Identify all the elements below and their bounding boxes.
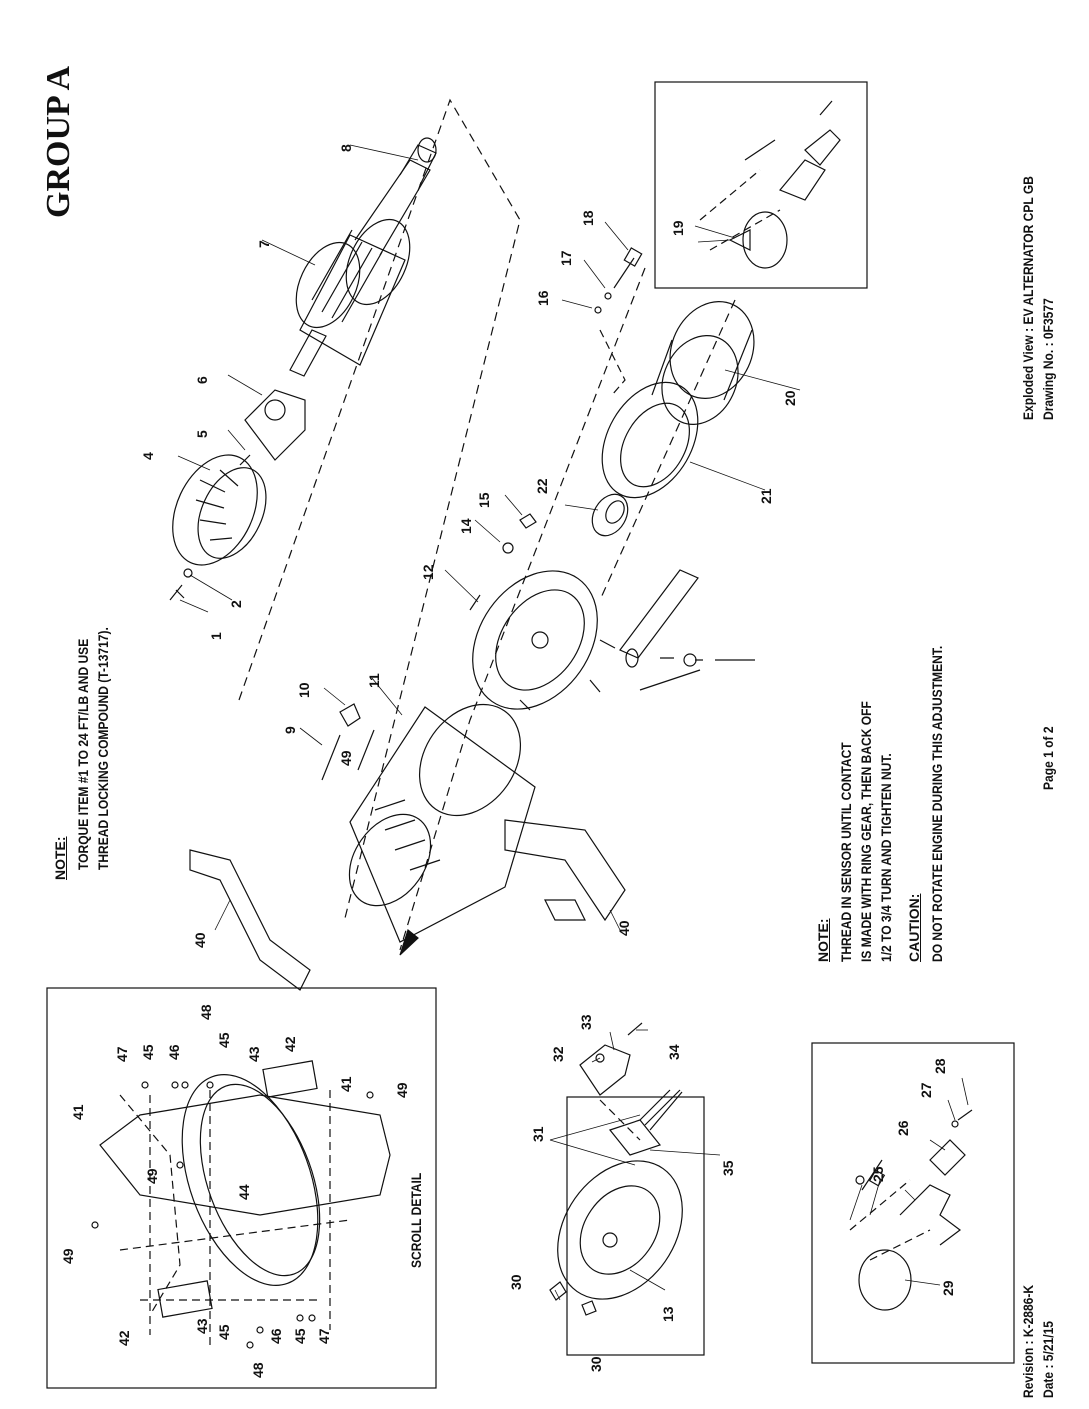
- callout-17: 17: [558, 250, 574, 266]
- callout-46-left: 46: [268, 1328, 284, 1344]
- callout-49-a: 49: [60, 1248, 76, 1264]
- callout-9: 9: [282, 726, 298, 734]
- callout-42-right: 42: [282, 1036, 298, 1052]
- callout-48-right: 48: [198, 1004, 214, 1020]
- callout-8: 8: [338, 144, 354, 152]
- regulator-detail-box: [654, 81, 868, 289]
- callout-16: 16: [535, 290, 551, 306]
- callout-41-top: 41: [70, 1104, 86, 1120]
- scroll-detail-box: [46, 987, 437, 1389]
- callout-45-b: 45: [292, 1328, 308, 1344]
- callout-10: 10: [296, 682, 312, 698]
- callout-30-bottom: 30: [588, 1356, 604, 1372]
- assembly-centerline-box: [238, 98, 521, 919]
- callout-1: 1: [208, 632, 224, 640]
- callout-5: 5: [194, 430, 210, 438]
- callout-49-c: 49: [394, 1082, 410, 1098]
- sensor-note-line-2: IS MADE WITH RING GEAR, THEN BACK OFF: [858, 701, 874, 962]
- callout-32: 32: [550, 1046, 566, 1062]
- callout-47-right: 47: [114, 1046, 130, 1062]
- sensor-detail-box: [811, 1042, 1015, 1364]
- callout-42-left: 42: [116, 1330, 132, 1346]
- caution-heading: CAUTION:: [906, 893, 922, 962]
- callout-45-d: 45: [216, 1032, 232, 1048]
- exploded-view-name: Exploded View : EV ALTERNATOR CPL GB: [1020, 176, 1036, 420]
- callout-21: 21: [758, 488, 774, 504]
- callout-26: 26: [895, 1120, 911, 1136]
- sensor-note-line-1: THREAD IN SENSOR UNTIL CONTACT: [838, 742, 854, 962]
- callout-49-b: 49: [144, 1168, 160, 1184]
- callout-6: 6: [194, 376, 210, 384]
- callout-12: 12: [420, 564, 436, 580]
- callout-20: 20: [782, 390, 798, 406]
- revision: Revision : K-2886-K: [1020, 1284, 1036, 1398]
- stator-detail-box: [566, 1096, 705, 1356]
- callout-33: 33: [578, 1014, 594, 1030]
- callout-29: 29: [940, 1280, 956, 1296]
- callout-2: 2: [228, 600, 244, 608]
- callout-27: 27: [918, 1082, 934, 1098]
- callout-49-d: 49: [338, 750, 354, 766]
- callout-41-bottom: 41: [338, 1076, 354, 1092]
- callout-11: 11: [366, 673, 382, 688]
- revision-date: Date : 5/21/15: [1040, 1321, 1056, 1398]
- sensor-note-heading: NOTE:: [815, 918, 831, 962]
- callout-40-left: 40: [192, 932, 208, 948]
- scroll-detail-label: SCROLL DETAIL: [408, 1172, 424, 1268]
- callout-13: 13: [660, 1306, 676, 1322]
- callout-15: 15: [476, 492, 492, 508]
- callout-7: 7: [256, 240, 272, 248]
- callout-46-right: 46: [166, 1044, 182, 1060]
- callout-43-right: 43: [246, 1046, 262, 1062]
- drawing-number: Drawing No. : 0F3577: [1040, 298, 1056, 420]
- torque-note-line-1: TORQUE ITEM #1 TO 24 FT/LB AND USE: [75, 638, 91, 870]
- callout-47-left: 47: [316, 1328, 332, 1344]
- callout-22: 22: [534, 478, 550, 494]
- group-title: GROUP A: [40, 65, 77, 218]
- callout-48-left: 48: [250, 1362, 266, 1378]
- callout-30-top: 30: [508, 1274, 524, 1290]
- sensor-note-line-3: 1/2 TO 3/4 TURN AND TIGHTEN NUT.: [878, 753, 894, 962]
- callout-45-a: 45: [216, 1324, 232, 1340]
- callout-19: 19: [670, 220, 686, 236]
- callout-45-c: 45: [140, 1044, 156, 1060]
- torque-note-line-2: THREAD LOCKING COMPOUND (T-13717).: [95, 627, 111, 870]
- callout-31: 31: [530, 1126, 546, 1142]
- callout-14: 14: [458, 518, 474, 534]
- callout-28: 28: [932, 1058, 948, 1074]
- caution-note: DO NOT ROTATE ENGINE DURING THIS ADJUSTM…: [929, 645, 945, 962]
- callout-18: 18: [580, 210, 596, 226]
- callout-25: 25: [870, 1166, 886, 1182]
- torque-note-heading: NOTE:: [52, 836, 68, 880]
- callout-44: 44: [236, 1184, 252, 1200]
- callout-4: 4: [140, 452, 156, 460]
- callout-43-left: 43: [194, 1318, 210, 1334]
- page-number: Page 1 of 2: [1040, 726, 1056, 790]
- callout-35: 35: [720, 1160, 736, 1176]
- callout-40-right: 40: [616, 920, 632, 936]
- callout-34: 34: [666, 1044, 682, 1060]
